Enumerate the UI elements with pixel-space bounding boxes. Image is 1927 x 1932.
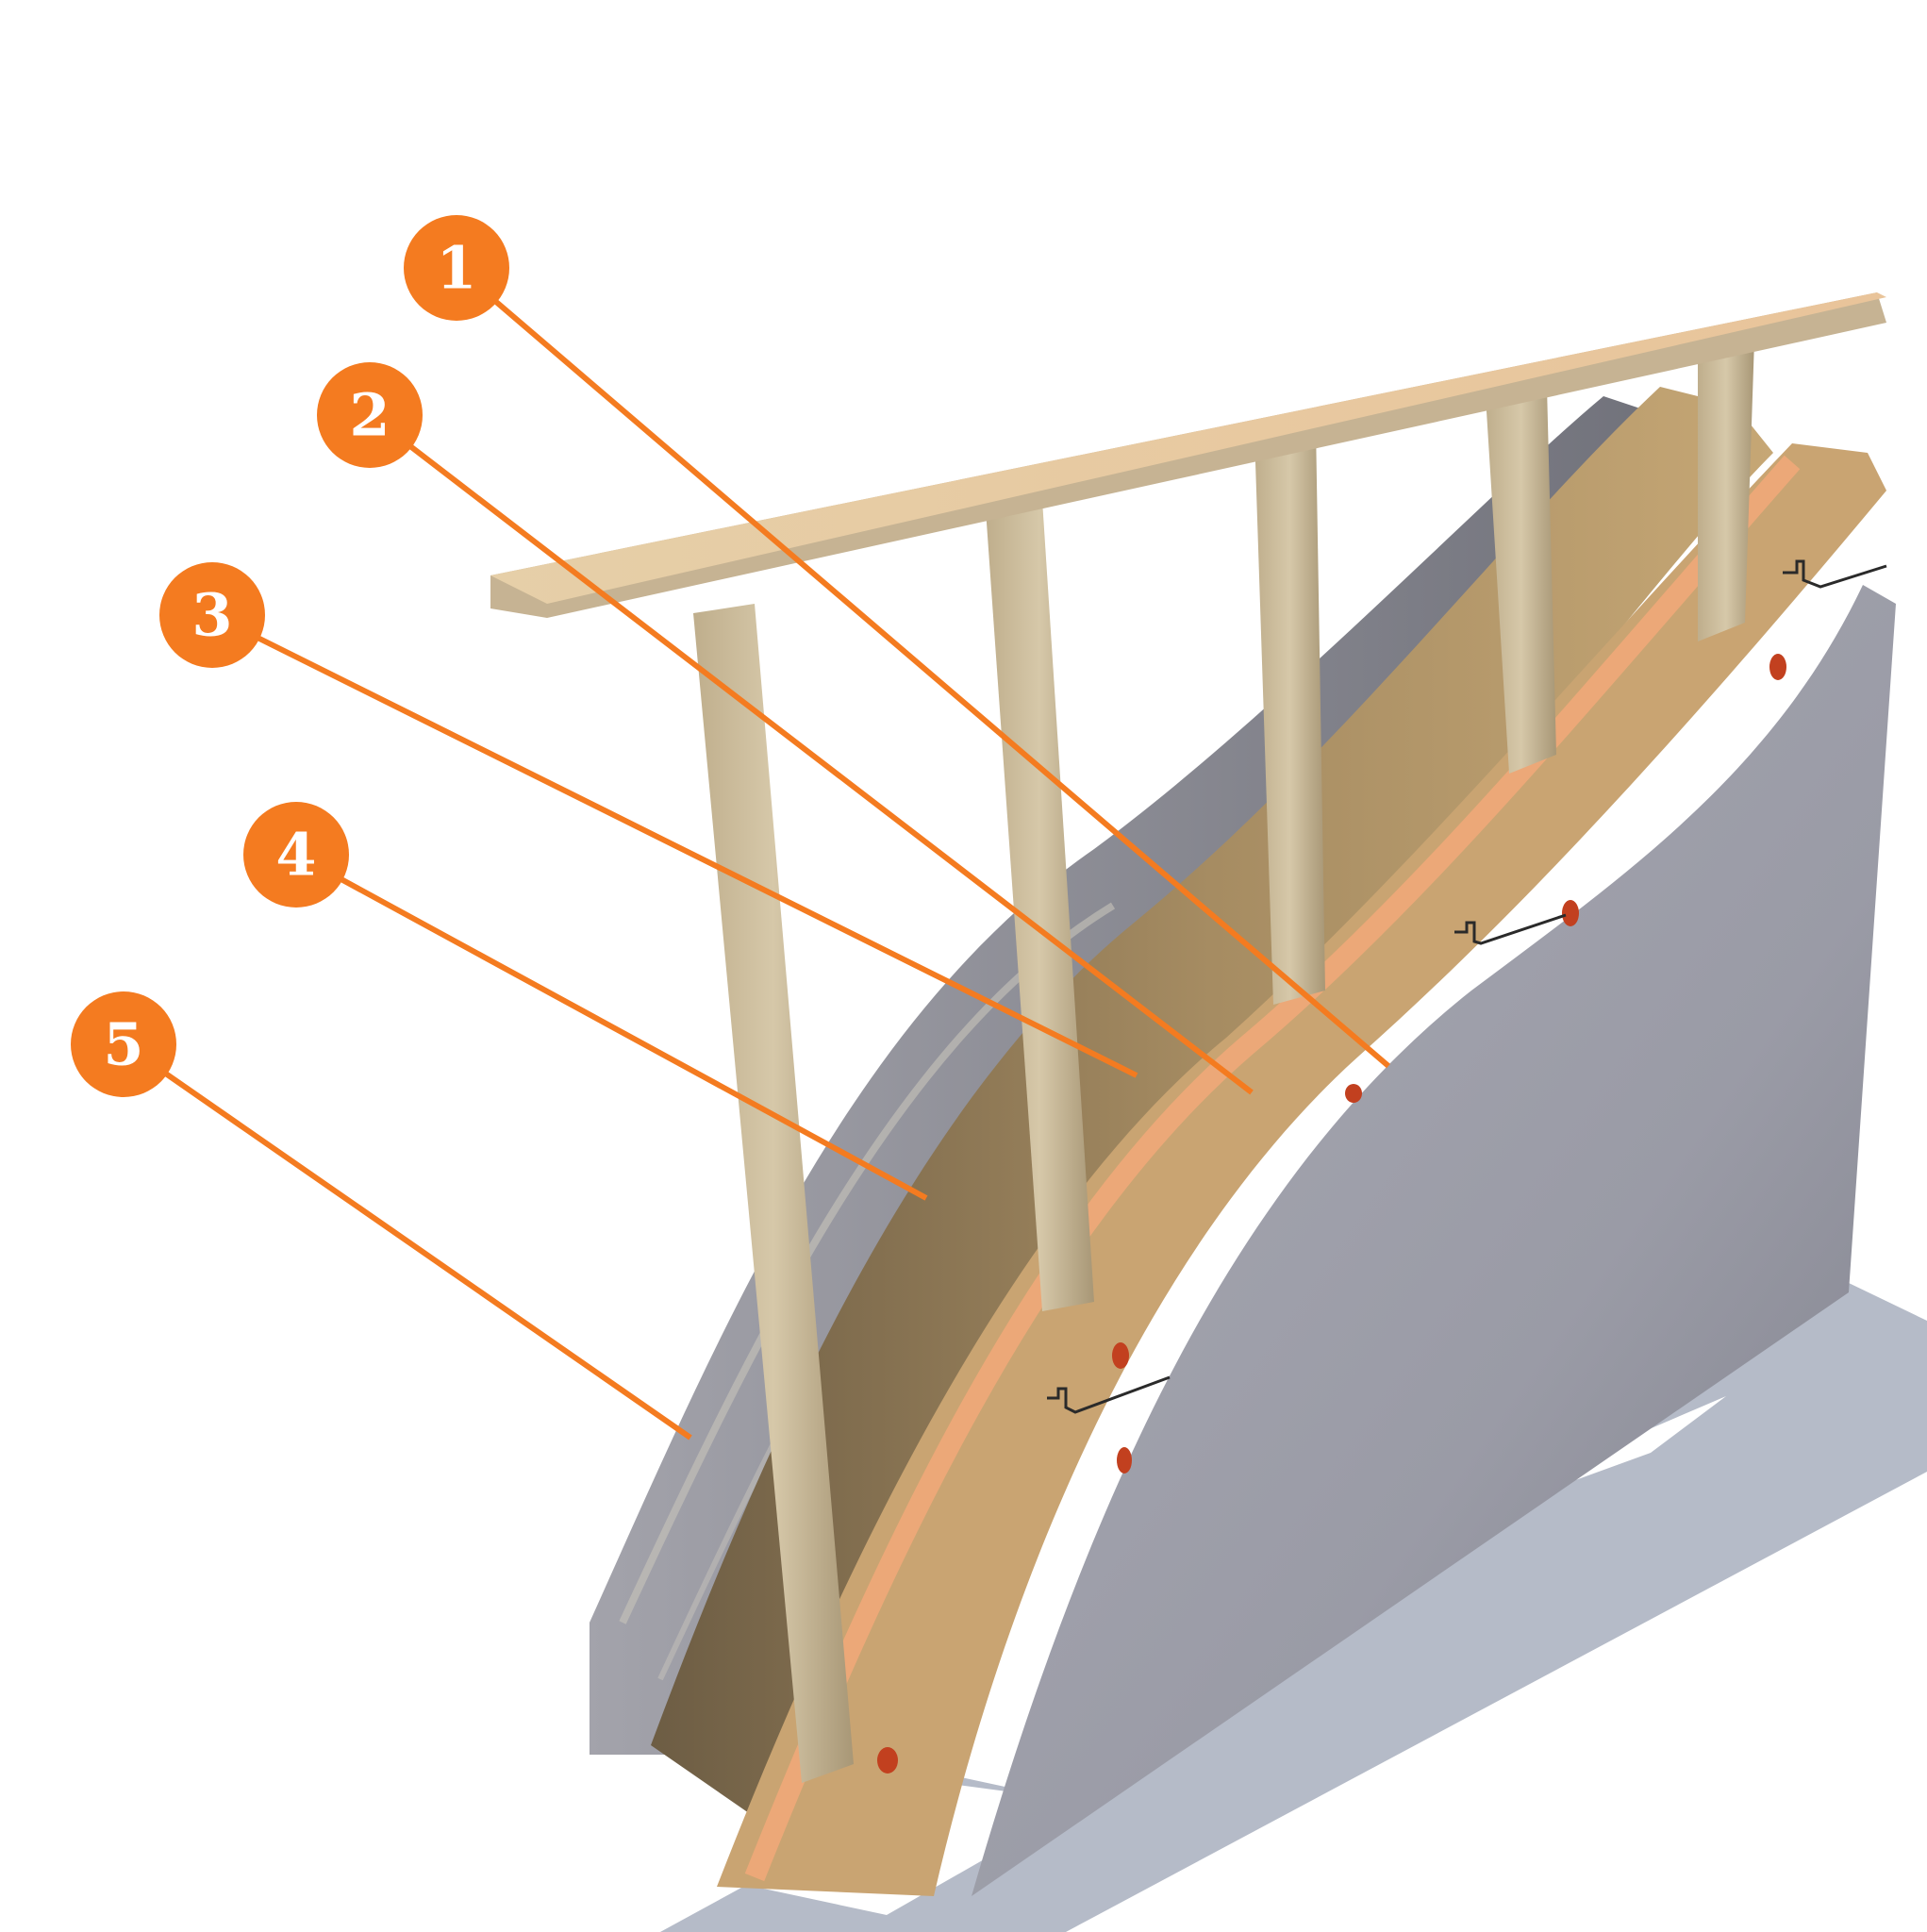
fixing-dots [877,654,1786,1774]
insulation-board [717,443,1886,1896]
callout-4: 4 [243,802,349,908]
leader-5 [122,1041,692,1441]
callout-5: 5 [71,991,176,1097]
wall-ties [1047,559,1887,1414]
callout-1-label: 1 [436,234,476,303]
callout-3: 3 [159,562,265,668]
leader-4 [294,852,928,1201]
callout-leaders [122,265,1390,1441]
callout-2: 2 [317,362,423,468]
callout-1: 1 [404,215,509,321]
timber-studs [693,340,1754,1783]
callout-2-label: 2 [349,381,390,450]
render-face [972,585,1896,1896]
callout-4-label: 4 [275,821,316,890]
leader-2 [368,412,1254,1095]
leader-1 [455,265,1390,1069]
callout-3-label: 3 [191,581,232,650]
callout-5-label: 5 [103,1010,143,1079]
leader-3 [210,612,1138,1078]
top-plate [490,292,1886,618]
insulation-layer [651,387,1773,1830]
